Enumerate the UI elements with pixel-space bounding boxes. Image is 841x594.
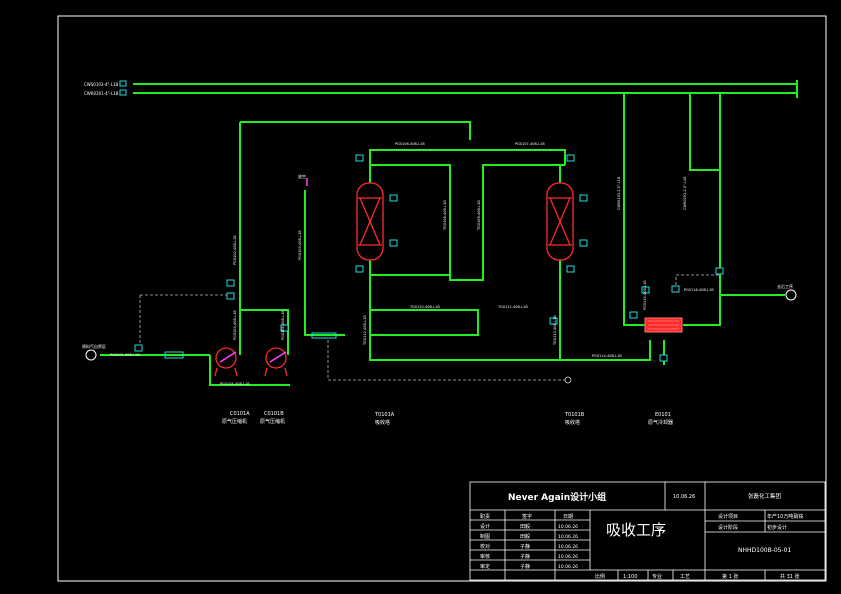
- label-bottom-h1: TG0110-40B-L1B: [409, 305, 440, 309]
- line-label-top1: CWS0103-4"-L1B: [84, 82, 119, 87]
- tb-row2-role: 校对: [480, 543, 490, 550]
- equip-name-t0101a: 吸收塔: [375, 419, 390, 426]
- drawing-border: [57, 15, 827, 582]
- tb-stage-label: 设计阶段: [718, 524, 738, 531]
- label-cooler-v: PG0115-40B-L1B: [643, 280, 647, 310]
- equip-tag-t0101b: T0101B: [564, 412, 585, 418]
- tb-row4-role: 审定: [480, 563, 490, 570]
- label-bottom-v1: TG0112-40B-L1B: [363, 315, 367, 346]
- process-piping: [100, 93, 785, 386]
- label-left-inlet: 原料气自界区: [82, 343, 106, 349]
- label-outlet: 去后工序: [777, 283, 793, 289]
- tb-row4-date: 10.06.26: [558, 564, 578, 570]
- compressor-c0101a: [214, 347, 238, 377]
- label-cw-v1: CWS0103-2.5"-L1B: [617, 176, 621, 210]
- equip-tag-c0101b: C0101B: [264, 411, 284, 417]
- label-cooler-in: PG0114-40B-L1B: [592, 354, 622, 358]
- tb-row2-name: 子静: [520, 543, 530, 550]
- tb-major-value: 工艺: [680, 574, 690, 580]
- equip-name-c0101a: 原气压缩机: [222, 418, 247, 425]
- tb-drawing-no: NHHD100B-05-01: [738, 547, 791, 554]
- tb-row3-role: 审核: [480, 553, 490, 560]
- tb-drawing-title: 吸收工序: [606, 521, 666, 539]
- tb-row0-role: 设计: [480, 523, 490, 530]
- tb-row4-name: 子静: [520, 563, 530, 570]
- equipment-labels: C0101A 原气压缩机 C0101B 原气压缩机 T0101A 吸收塔 T01…: [222, 411, 673, 426]
- tb-row1-date: 10.06.26: [558, 534, 578, 540]
- label-mid-v2: TG0109-40B-L1B: [477, 200, 481, 231]
- instruments: [85, 154, 797, 384]
- label-cooler-out: PG0116-40B-L1B: [684, 288, 714, 292]
- equip-name-c0101b: 原气压缩机: [260, 418, 285, 425]
- title-block: Never Again设计小组 10.06.26 张磊化工集团 吸收工序 设计项…: [469, 481, 826, 581]
- equip-tag-t0101a: T0101A: [374, 412, 395, 418]
- pipe-labels: 原料气自界区 PG0101-60B-L1B PG0102-40B-L1B PG0…: [82, 142, 793, 386]
- tb-stage-value: 初步设计: [767, 524, 787, 531]
- tb-row0-date: 10.06.26: [558, 524, 578, 530]
- label-vertical-feed: PG0102-40B-L1B: [233, 235, 237, 265]
- label-vertical-middle: PG0103-40B-L1B: [298, 230, 302, 260]
- tb-scale-label: 比例: [595, 573, 605, 580]
- tb-row3-date: 10.06.26: [558, 554, 578, 560]
- tower-t0101a: [356, 182, 384, 261]
- tb-header-name: 签字: [522, 513, 532, 520]
- tb-row2-date: 10.06.26: [558, 544, 578, 550]
- label-bottom-v2: TG0113-40B-L1B: [553, 315, 557, 346]
- tb-company: 张磊化工集团: [748, 492, 782, 500]
- tb-project-value: 年产10万吨硝铵: [767, 513, 803, 520]
- tb-row0-name: 田毅: [520, 523, 530, 530]
- line-label-top2: CWR0201-4"-L1B: [84, 91, 119, 96]
- equip-tag-c0101a: C0101A: [230, 411, 250, 417]
- label-pump-line2: PG0104-40B-L1B: [281, 310, 285, 340]
- equip-name-t0101b: 吸收塔: [565, 419, 580, 426]
- label-pump-line1: PG0103-40B-L1B: [233, 310, 237, 340]
- tb-major-label: 专业: [652, 573, 662, 580]
- tb-scale-value: 1:100: [623, 574, 637, 580]
- tower-t0101b: [546, 182, 574, 261]
- label-mid-v1: TG0108-40B-L1B: [443, 200, 447, 231]
- tb-header-date: 日期: [563, 514, 573, 520]
- tb-header-role: 职责: [480, 513, 490, 520]
- label-cw-v2: CWR0201-2.5"-L1B: [683, 176, 687, 210]
- equip-tag-e0101: E0101: [655, 412, 671, 418]
- tb-total: 共 31 张: [780, 573, 800, 580]
- label-top-header-right: PG0107-40B-L1B: [515, 142, 545, 146]
- compressor-c0101b: [264, 347, 288, 377]
- tb-row1-name: 田毅: [520, 533, 530, 540]
- label-top-header-left: PG0106-40B-L1B: [395, 142, 425, 146]
- tb-date-header: 10.06.26: [673, 494, 695, 500]
- label-bottom-h2: TG0111-40B-L1B: [497, 305, 528, 309]
- utility-lines: CWS0103-4"-L1B CWR0201-4"-L1B: [84, 80, 798, 98]
- cooler-e0101: [644, 317, 683, 333]
- tb-team: Never Again设计小组: [508, 491, 606, 503]
- equip-name-e0101: 原气冷却器: [648, 419, 673, 426]
- tb-row1-role: 制图: [480, 533, 490, 540]
- signal-lines: [139, 274, 720, 381]
- tb-sheet: 第 1 张: [722, 573, 738, 580]
- label-pump-bottom: PG0105-40B-L1B: [220, 382, 250, 386]
- tb-row3-name: 子静: [520, 553, 530, 560]
- label-vent: 放空: [298, 173, 306, 179]
- label-left-line: PG0101-60B-L1B: [110, 353, 140, 357]
- tb-project-label: 设计项目: [718, 513, 738, 520]
